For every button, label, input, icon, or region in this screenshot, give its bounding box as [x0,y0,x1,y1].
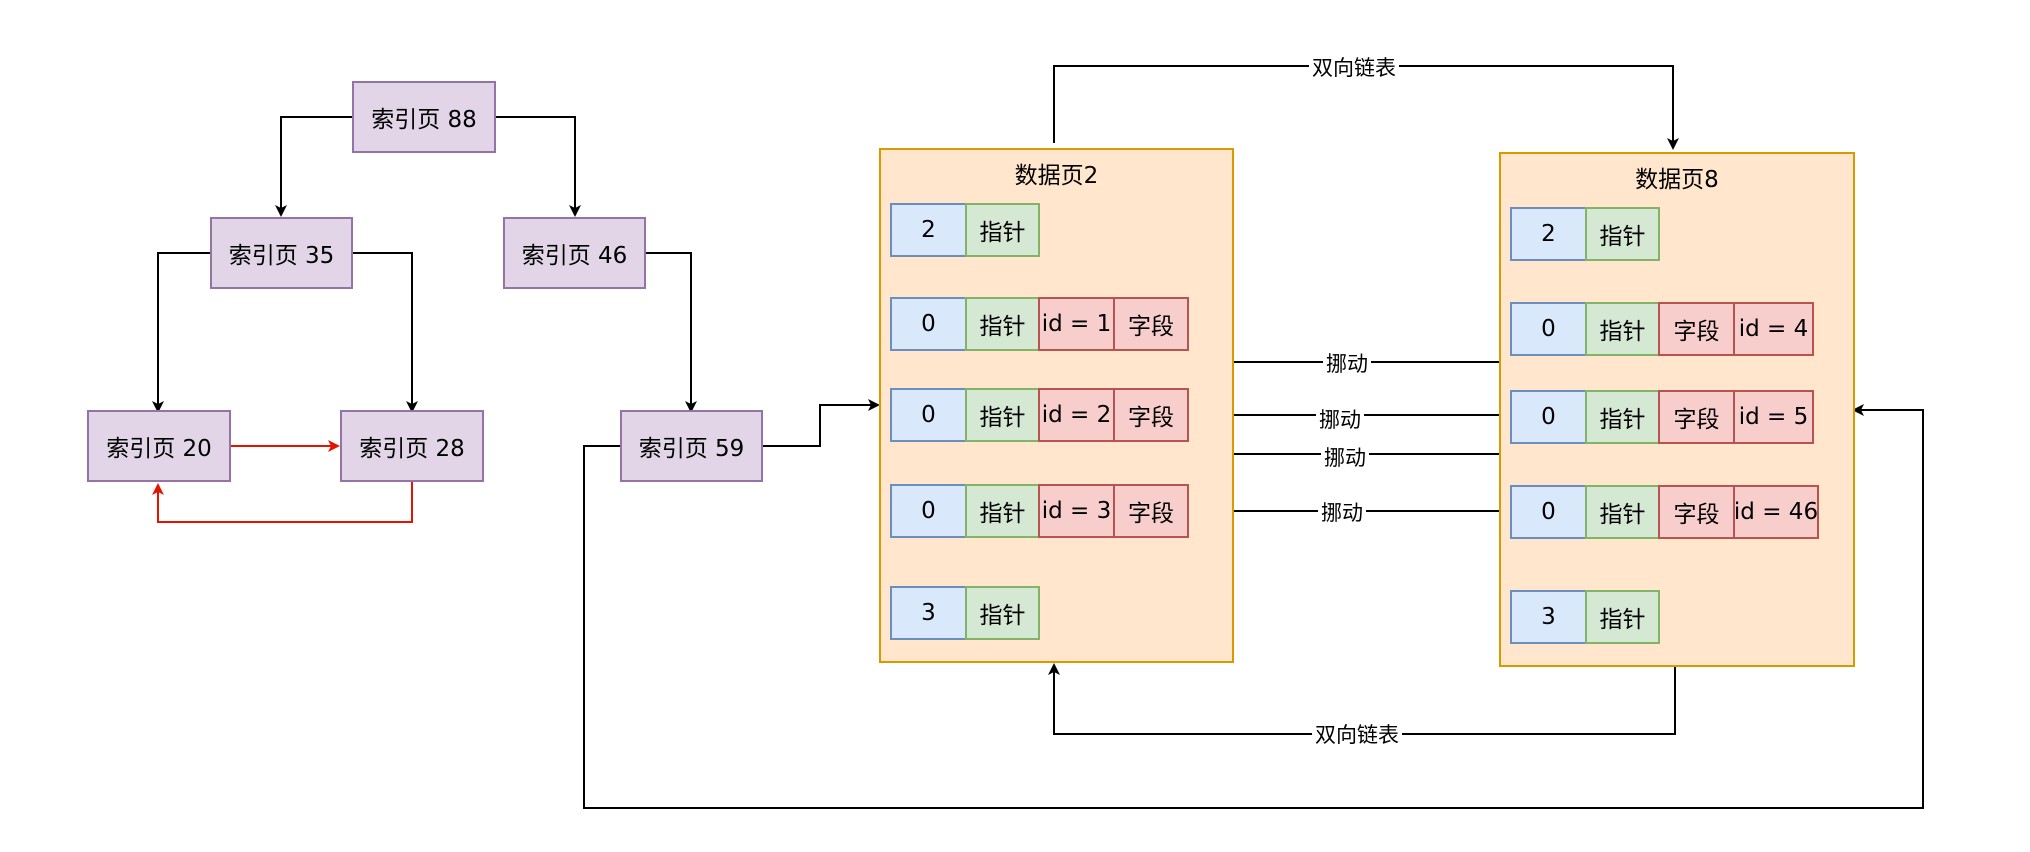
p8-row5-pointer: 指针 [1585,590,1660,644]
p8-row4-pointer: 指针 [1585,485,1660,539]
index-page-28[interactable]: 索引页 28 [340,410,484,482]
data-page-2-title: 数据页2 [1014,163,1099,189]
p2-row3-id: id = 2 [1038,388,1115,442]
index-page-20[interactable]: 索引页 20 [87,410,231,482]
p8-row5-num: 3 [1510,590,1587,644]
p2-row4-field: 字段 [1113,484,1189,538]
p2-row2-pointer: 指针 [965,297,1040,351]
label-doubly-linked-bottom: 双向链表 [1312,722,1402,748]
p2-row2-num: 0 [890,297,967,351]
p8-row1-num: 2 [1510,207,1587,261]
edge-28-to-20 [152,482,413,523]
edge-59-to-page2 [763,399,880,447]
p2-row3-pointer: 指针 [965,388,1040,442]
p8-row4-id: id = 46 [1733,485,1819,539]
p2-row4-num: 0 [890,484,967,538]
label-move-1: 挪动 [1323,351,1371,377]
p8-row3-num: 0 [1510,390,1587,444]
p8-row2-field: 字段 [1658,302,1735,356]
p2-row1-pointer: 指针 [965,203,1040,257]
data-page-8-title: 数据页8 [1635,167,1719,193]
index-page-88[interactable]: 索引页 88 [352,81,496,153]
p2-row5-pointer: 指针 [965,586,1040,640]
p8-row2-id: id = 4 [1733,302,1814,356]
p2-row5-num: 3 [890,586,967,640]
p8-row2-pointer: 指针 [1585,302,1660,356]
label-move-4: 挪动 [1318,500,1366,526]
p8-row3-field: 字段 [1658,390,1735,444]
p8-row3-id: id = 5 [1733,390,1814,444]
p2-row2-id: id = 1 [1038,297,1115,351]
p8-row3-pointer: 指针 [1585,390,1660,444]
index-page-46[interactable]: 索引页 46 [503,217,646,289]
p8-row4-num: 0 [1510,485,1587,539]
edge-88-to-35 [275,116,352,217]
label-move-2: 挪动 [1316,407,1364,433]
edge-35-to-28 [353,252,418,413]
edge-35-to-20 [152,252,210,413]
p8-row4-field: 字段 [1658,485,1735,539]
p8-row1-pointer: 指针 [1585,207,1660,261]
edge-46-to-59 [646,252,697,413]
p2-row4-pointer: 指针 [965,484,1040,538]
index-page-59[interactable]: 索引页 59 [620,410,763,482]
index-page-35[interactable]: 索引页 35 [210,217,353,289]
label-move-3: 挪动 [1321,445,1369,471]
p8-row2-num: 0 [1510,302,1587,356]
p2-row1-num: 2 [890,203,967,257]
p2-row4-id: id = 3 [1038,484,1115,538]
p2-row3-field: 字段 [1113,388,1189,442]
p2-row3-num: 0 [890,388,967,442]
edge-88-to-46 [496,116,581,217]
edge-59-to-page8 [583,404,1924,809]
p2-row2-field: 字段 [1113,297,1189,351]
label-doubly-linked-top: 双向链表 [1309,55,1399,81]
